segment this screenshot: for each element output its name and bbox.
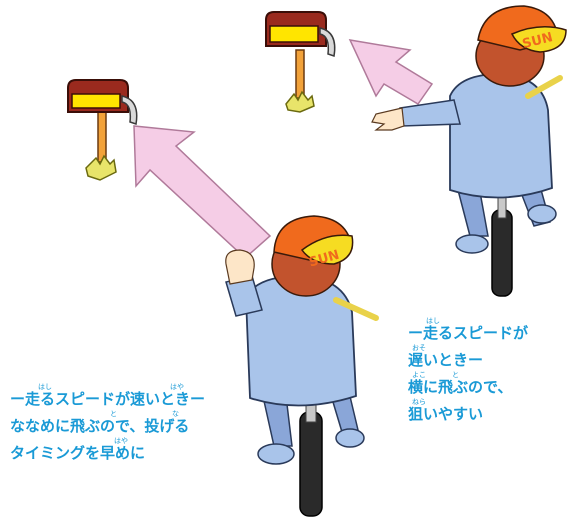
caption-line: 横に飛ぶので、 bbox=[408, 378, 513, 396]
mailbox-slot bbox=[71, 93, 121, 109]
mailbox-left bbox=[67, 79, 138, 181]
fist bbox=[225, 249, 255, 285]
child-slow: SUN bbox=[371, 5, 567, 297]
mailbox-post bbox=[97, 109, 107, 163]
child-fast: SUN bbox=[225, 215, 379, 517]
furigana: よこ bbox=[412, 371, 426, 379]
cap-brim bbox=[510, 26, 567, 53]
bicycle-wheel bbox=[299, 411, 323, 517]
mailbox-door bbox=[319, 27, 336, 57]
cap-brim bbox=[300, 234, 354, 265]
caption-slow-speed: はし ー走るスピードが おそ 遅いときー よこ と 横に飛ぶので、 ねら 狙いや… bbox=[408, 317, 529, 428]
caption-line: ー走るスピードが bbox=[408, 324, 529, 342]
mailbox-post bbox=[295, 49, 305, 99]
arrow-diagonal bbox=[133, 125, 272, 260]
mailbox-post-foot bbox=[285, 90, 315, 113]
caption-line: 狙いやすい bbox=[408, 405, 484, 423]
furigana: はや bbox=[114, 437, 128, 445]
furigana: おそ bbox=[412, 344, 426, 352]
mailbox-slot bbox=[269, 25, 319, 43]
mailbox-door bbox=[121, 95, 138, 125]
furigana: はし bbox=[38, 383, 52, 391]
caption-line: 遅いときー bbox=[408, 351, 484, 369]
furigana: な bbox=[172, 410, 179, 418]
caption-line: タイミングを早めに bbox=[10, 444, 146, 462]
mailbox-right bbox=[265, 11, 336, 113]
bicycle-wheel bbox=[491, 209, 513, 297]
furigana: と bbox=[452, 371, 459, 379]
cap-logo: SUN bbox=[521, 30, 555, 52]
arrow-horizontal bbox=[348, 39, 434, 105]
furigana: ねら bbox=[412, 398, 426, 406]
caption-fast-speed: はし はや ー走るスピードが速いときー と な ななめに飛ぶので、投げる はや … bbox=[10, 383, 206, 467]
furigana: はや bbox=[170, 383, 184, 391]
hand bbox=[371, 107, 405, 131]
furigana: はし bbox=[426, 317, 440, 325]
caption-line: ななめに飛ぶので、投げる bbox=[10, 417, 190, 435]
mailbox-post-foot bbox=[85, 154, 117, 181]
furigana: と bbox=[110, 410, 117, 418]
caption-line: ー走るスピードが速いときー bbox=[10, 390, 206, 408]
